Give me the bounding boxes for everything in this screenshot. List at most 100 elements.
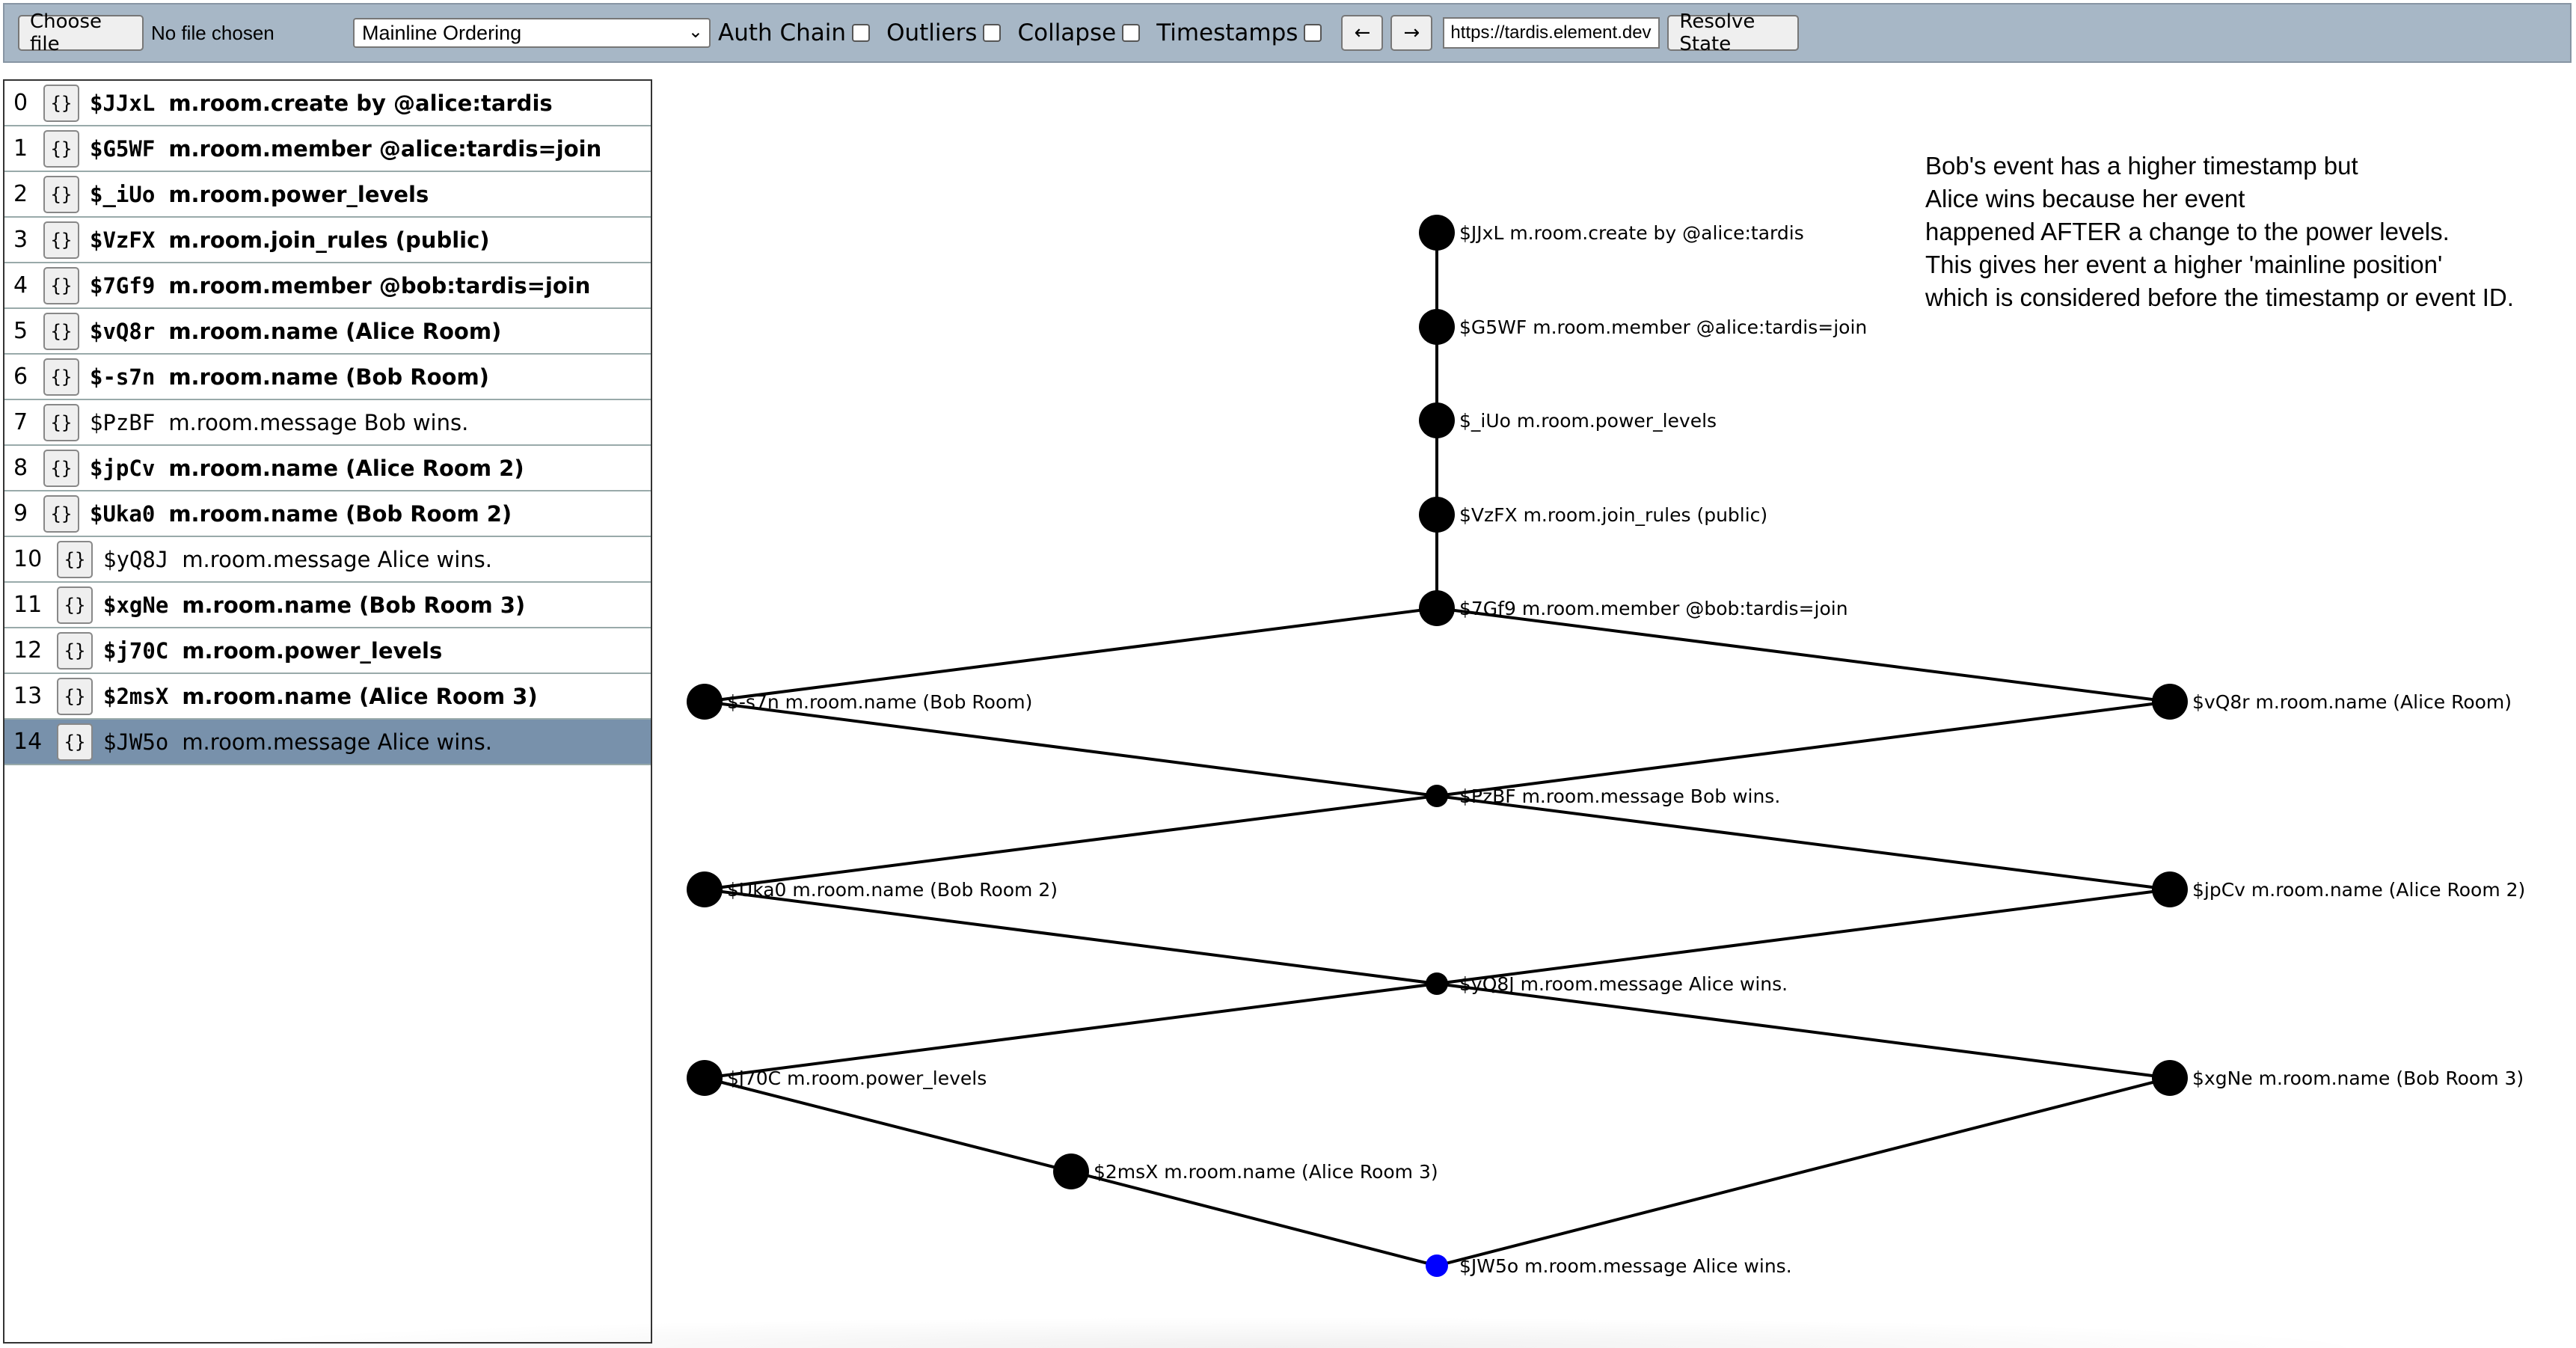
ordering-select-value: Mainline Ordering: [362, 21, 522, 44]
auth-chain-label: Auth Chain: [718, 19, 847, 46]
graph-edge: [704, 794, 1438, 891]
event-id: $Uka0: [90, 500, 156, 527]
graph-node[interactable]: [1053, 1154, 1089, 1189]
graph-node[interactable]: [2152, 1060, 2188, 1096]
graph-node[interactable]: [1419, 309, 1455, 345]
event-index: 7: [13, 409, 28, 435]
file-status-text: No file chosen: [151, 21, 275, 44]
view-json-button[interactable]: {}: [43, 449, 79, 487]
view-json-button[interactable]: {}: [57, 540, 93, 578]
event-description: m.room.power_levels: [168, 181, 429, 207]
view-json-button[interactable]: {}: [43, 266, 79, 304]
graph-node-label: $jpCv m.room.name (Alice Room 2): [2192, 879, 2525, 901]
graph-node[interactable]: [1419, 497, 1455, 533]
event-id: $vQ8r: [90, 318, 156, 344]
graph-node-label: $-s7n m.room.name (Bob Room): [727, 691, 1032, 713]
event-row[interactable]: 9 {} $Uka0 m.room.name (Bob Room 2): [4, 491, 651, 537]
view-json-button[interactable]: {}: [43, 175, 79, 213]
event-row[interactable]: 7 {} $PzBF m.room.message Bob wins.: [4, 400, 651, 446]
graph-node[interactable]: [1419, 215, 1455, 251]
event-id: $JJxL: [90, 90, 156, 116]
graph-node[interactable]: [1426, 972, 1448, 995]
graph-edge: [1436, 982, 2171, 1079]
graph-edge: [704, 888, 1438, 985]
auth-chain-checkbox[interactable]: [852, 24, 871, 42]
timestamps-checkbox[interactable]: [1304, 24, 1322, 42]
event-id: $JW5o: [103, 729, 169, 755]
graph-edge: [1436, 607, 2171, 703]
event-description: m.room.message Bob wins.: [168, 409, 469, 435]
graph-node[interactable]: [1419, 402, 1455, 438]
outliers-checkbox[interactable]: [983, 24, 1002, 42]
event-description: m.room.join_rules (public): [168, 227, 490, 253]
ordering-select[interactable]: Mainline Ordering ⌄: [353, 18, 711, 48]
graph-node-label: $xgNe m.room.name (Bob Room 3): [2192, 1067, 2524, 1089]
explanation-line: happened AFTER a change to the power lev…: [1925, 218, 2450, 245]
graph-node-label: $vQ8r m.room.name (Alice Room): [2192, 691, 2512, 713]
event-index: 5: [13, 318, 28, 344]
event-description: m.room.name (Bob Room): [168, 364, 489, 390]
event-description: m.room.create by @alice:tardis: [168, 90, 553, 116]
view-json-button[interactable]: {}: [43, 358, 79, 396]
graph-node[interactable]: [687, 1060, 723, 1096]
graph-node-label: $JJxL m.room.create by @alice:tardis: [1459, 222, 1804, 244]
view-json-button[interactable]: {}: [57, 631, 93, 670]
event-id: $PzBF: [90, 409, 156, 435]
outliers-label: Outliers: [886, 19, 978, 46]
event-index: 9: [13, 500, 28, 527]
view-json-button[interactable]: {}: [43, 494, 79, 533]
event-description: m.room.power_levels: [182, 637, 443, 664]
graph-node[interactable]: [687, 684, 723, 720]
graph-node[interactable]: [2152, 684, 2188, 720]
server-url-input[interactable]: https://tardis.element.dev: [1443, 17, 1660, 49]
event-index: 13: [13, 683, 43, 709]
collapse-checkbox[interactable]: [1122, 24, 1141, 42]
graph-node-label: $JW5o m.room.message Alice wins.: [1459, 1255, 1792, 1277]
event-description: m.room.name (Bob Room 2): [168, 500, 512, 527]
view-json-button[interactable]: {}: [43, 403, 79, 441]
explanation-line: which is considered before the timestamp…: [1925, 284, 2514, 311]
view-json-button[interactable]: {}: [43, 84, 79, 122]
explanation-line: This gives her event a higher 'mainline …: [1925, 251, 2443, 278]
view-json-button[interactable]: {}: [57, 723, 93, 761]
event-index: 3: [13, 227, 28, 253]
graph-node[interactable]: [1419, 590, 1455, 626]
back-button[interactable]: ←: [1341, 15, 1384, 51]
explanation-line: Bob's event has a higher timestamp but: [1925, 152, 2358, 180]
view-json-button[interactable]: {}: [43, 312, 79, 350]
view-json-button[interactable]: {}: [57, 677, 93, 715]
event-id: $xgNe: [103, 592, 169, 618]
view-json-button[interactable]: {}: [43, 221, 79, 259]
view-json-button[interactable]: {}: [43, 129, 79, 168]
graph-node-label: $7Gf9 m.room.member @bob:tardis=join: [1459, 598, 1848, 619]
forward-button[interactable]: →: [1390, 15, 1433, 51]
graph-node[interactable]: [687, 871, 723, 907]
graph-node[interactable]: [2152, 871, 2188, 907]
graph-node[interactable]: [1426, 1254, 1448, 1277]
graph-node-label: $Uka0 m.room.name (Bob Room 2): [727, 879, 1058, 901]
event-id: $VzFX: [90, 227, 156, 253]
toolbar: Choose file No file chosen Mainline Orde…: [3, 3, 2572, 63]
graph-node[interactable]: [1426, 785, 1448, 807]
graph-edge: [704, 607, 1438, 703]
event-index: 6: [13, 364, 28, 390]
event-index: 14: [13, 729, 43, 755]
view-json-button[interactable]: {}: [57, 586, 93, 624]
event-row[interactable]: 3 {} $VzFX m.room.join_rules (public): [4, 218, 651, 263]
graph-nodes: $JJxL m.room.create by @alice:tardis$G5W…: [687, 215, 2525, 1277]
graph-node-label: $2msX m.room.name (Alice Room 3): [1094, 1161, 1438, 1183]
event-index: 1: [13, 135, 28, 162]
